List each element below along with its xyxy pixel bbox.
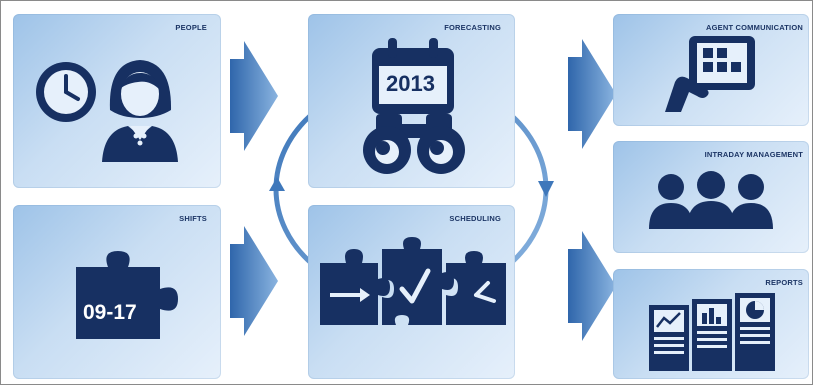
shift-time-label: 09-17 xyxy=(83,301,137,324)
flow-arrow-scheduling xyxy=(568,231,616,341)
flow-arrow-people xyxy=(230,41,278,151)
group-icon xyxy=(649,171,773,229)
reports-title: REPORTS xyxy=(765,278,803,287)
shifts-panel: SHIFTS 09-17 xyxy=(13,205,221,379)
binoculars-icon xyxy=(363,114,465,174)
agent-communication-panel: AGENT COMMUNICATION xyxy=(613,14,809,126)
agent-communication-title: AGENT COMMUNICATION xyxy=(706,23,803,32)
cycle-arrowhead-right xyxy=(538,181,554,197)
forecasting-title: FORECASTING xyxy=(444,23,501,32)
forecasting-panel: FORECASTING 2013 xyxy=(308,14,515,188)
clock-icon xyxy=(36,62,96,122)
pie-chart-icon xyxy=(746,301,764,319)
people-title: PEOPLE xyxy=(175,23,207,32)
puzzle-pieces-icon xyxy=(320,237,506,325)
clock-hand-icon xyxy=(474,281,496,303)
intraday-management-title: INTRADAY MANAGEMENT xyxy=(704,150,803,159)
scheduling-panel: SCHEDULING xyxy=(308,205,515,379)
flow-arrow-forecasting xyxy=(568,39,616,149)
hand-icon xyxy=(665,76,709,112)
checkmark-icon xyxy=(399,268,431,304)
cycle-arrowhead-left xyxy=(269,177,285,191)
person-icon xyxy=(102,60,178,162)
reports-panel: REPORTS xyxy=(613,269,809,379)
bar-chart-icon xyxy=(702,308,721,324)
calendar-icon xyxy=(372,38,454,114)
puzzle-piece-icon xyxy=(76,251,178,339)
arrow-icon xyxy=(330,288,370,302)
shifts-title: SHIFTS xyxy=(179,214,207,223)
scheduling-title: SCHEDULING xyxy=(449,214,501,223)
flow-arrow-shifts xyxy=(230,226,278,336)
line-chart-icon xyxy=(656,312,681,328)
tablet-icon xyxy=(665,36,755,112)
report-documents-icon xyxy=(649,293,775,371)
people-panel: PEOPLE xyxy=(13,14,221,188)
calendar-year-label: 2013 xyxy=(386,71,435,96)
intraday-management-panel: INTRADAY MANAGEMENT xyxy=(613,141,809,253)
